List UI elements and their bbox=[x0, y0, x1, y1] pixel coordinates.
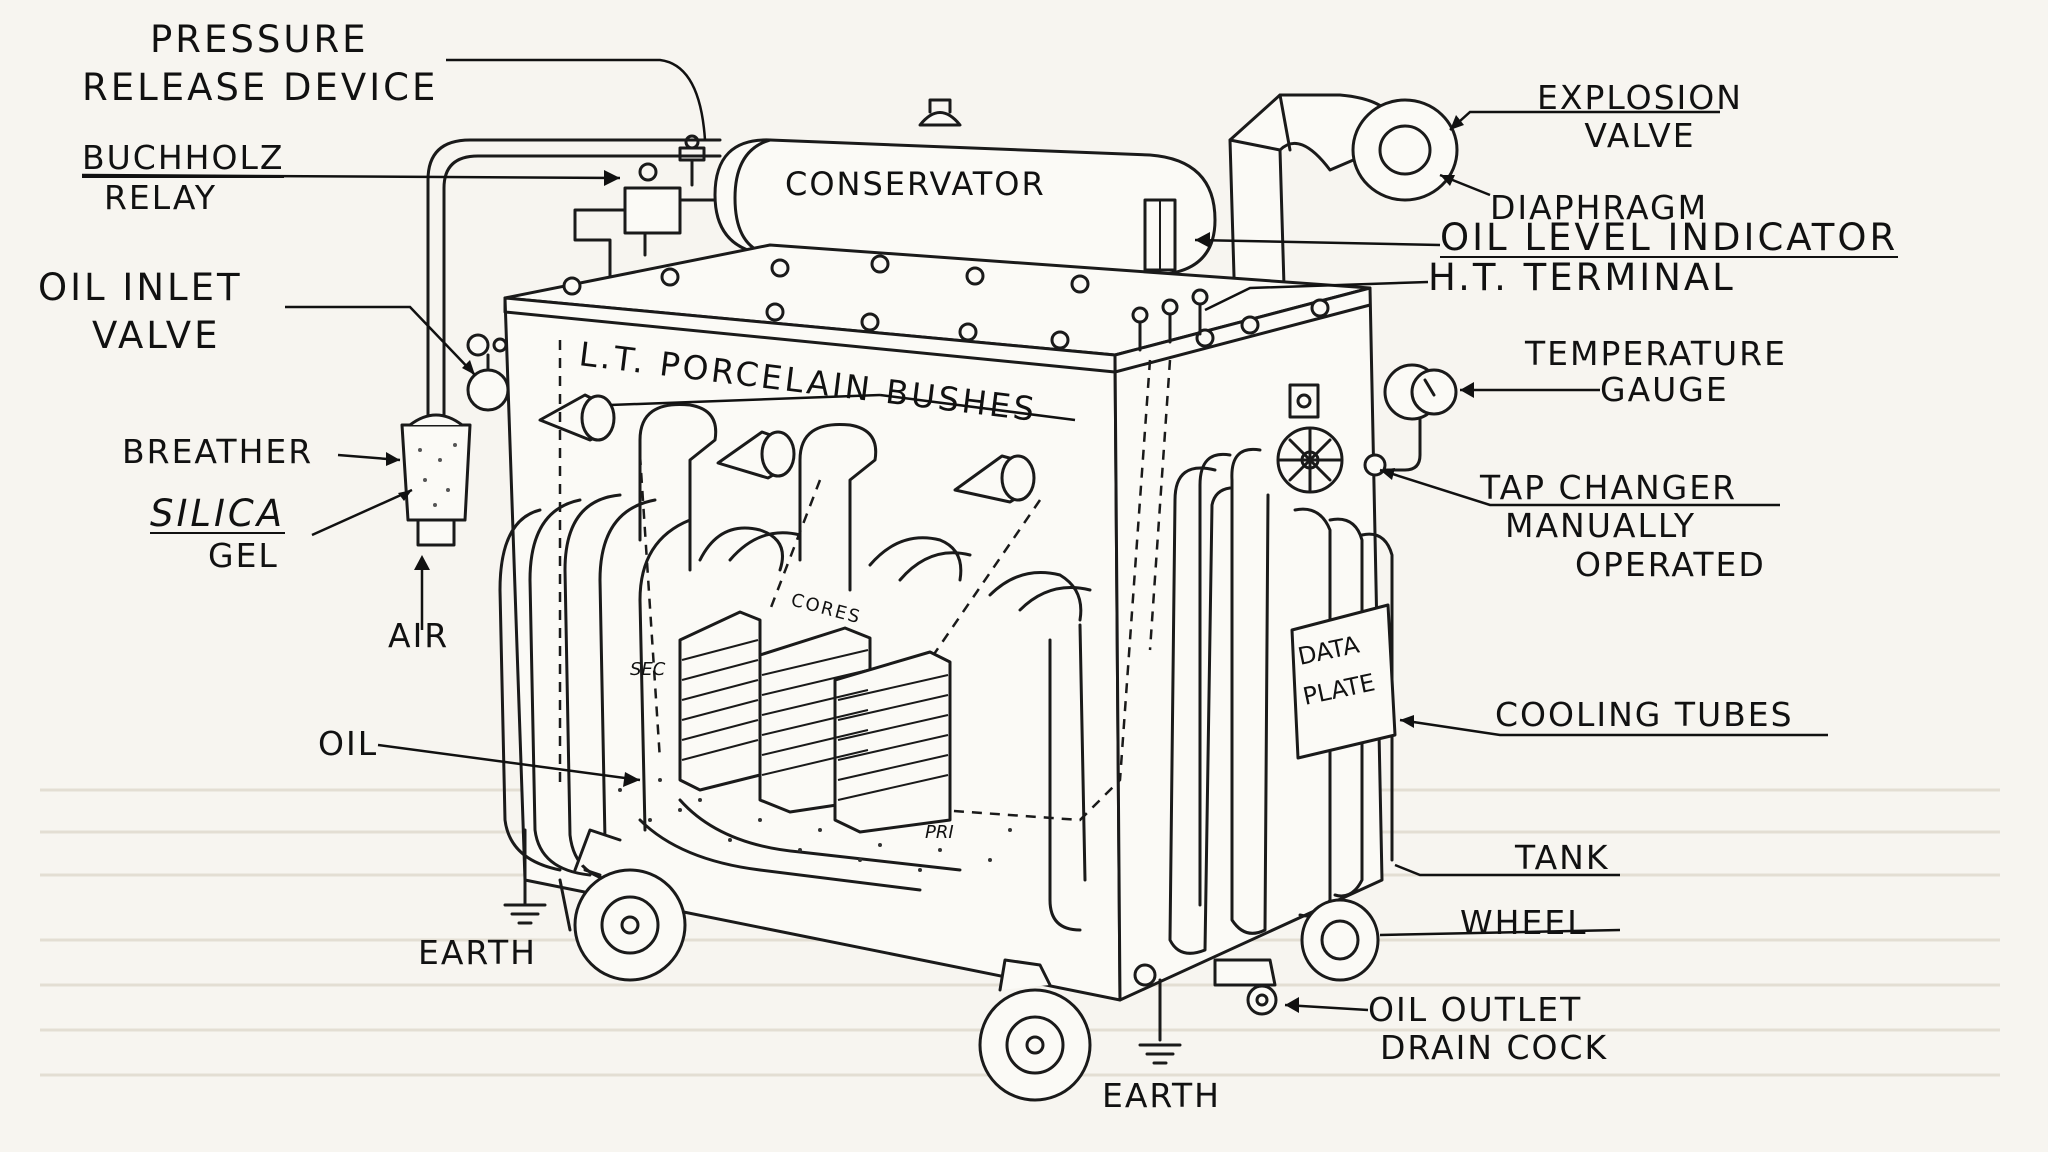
leader-oil-inlet bbox=[285, 305, 476, 376]
explosion-vent-pipe bbox=[1228, 93, 1459, 322]
leader-bushes-a bbox=[879, 393, 1076, 422]
cooling-tubes-bottom bbox=[638, 798, 962, 892]
label-temperature-2: GAUGE bbox=[1600, 370, 1729, 409]
earth-symbol-bottom bbox=[1138, 978, 1182, 1065]
label-wheel: WHEEL bbox=[1460, 903, 1588, 942]
leader-tap bbox=[1379, 468, 1780, 507]
leader-oil-level bbox=[1194, 238, 1441, 247]
label-explosion-2: VALVE bbox=[1584, 116, 1696, 155]
cooling-tubes-middle bbox=[698, 526, 1092, 932]
leader-wheel bbox=[1379, 928, 1621, 937]
breather-pipe bbox=[426, 138, 722, 422]
top-rim-bolts bbox=[562, 254, 1330, 350]
transformer-cores bbox=[678, 610, 952, 834]
leader-silica bbox=[311, 488, 413, 537]
label-oil-level-indicator: OIL LEVEL INDICATOR bbox=[1440, 216, 1899, 259]
leader-tank bbox=[1394, 863, 1620, 877]
sec-label: SEC bbox=[630, 659, 666, 680]
label-explosion-1: EXPLOSION bbox=[1537, 78, 1743, 117]
breather-unit bbox=[400, 413, 472, 547]
cooling-tubes-front bbox=[638, 402, 878, 592]
lt-porcelain-bushes bbox=[538, 393, 1036, 504]
label-tap-changer-2: MANUALLY bbox=[1505, 506, 1697, 545]
pressure-release-device bbox=[678, 134, 706, 187]
label-oil-inlet-2: VALVE bbox=[92, 314, 221, 357]
label-diaphragm: DIAPHRAGM bbox=[1490, 188, 1709, 227]
wheel-right bbox=[1300, 898, 1380, 982]
label-tap-changer-1: TAP CHANGER bbox=[1480, 468, 1738, 507]
oil-inlet-valve bbox=[466, 333, 510, 412]
buchholz-relay bbox=[573, 162, 722, 292]
label-silica-2: GEL bbox=[208, 536, 279, 575]
leader-ht bbox=[1204, 280, 1429, 312]
label-tank: TANK bbox=[1515, 838, 1610, 877]
tap-changer-wheel bbox=[1276, 426, 1387, 494]
label-buchholz-2: RELAY bbox=[104, 178, 218, 217]
leader-buchholz bbox=[81, 173, 621, 180]
label-buchholz-1: BUCHHOLZ bbox=[82, 138, 285, 178]
label-earth-bottom: EARTH bbox=[1102, 1076, 1221, 1115]
oil-region bbox=[618, 778, 1012, 872]
label-breather: BREATHER bbox=[122, 432, 314, 471]
temperature-gauge-unit bbox=[1288, 363, 1458, 472]
ht-terminals bbox=[1131, 288, 1209, 352]
data-plate bbox=[1290, 603, 1397, 760]
pri-label: PRI bbox=[925, 822, 954, 843]
leader-oil bbox=[377, 743, 641, 782]
leader-cooling bbox=[1399, 718, 1828, 737]
label-silica-1: SILICA bbox=[150, 492, 286, 535]
label-oil-outlet-1: OIL OUTLET bbox=[1368, 990, 1583, 1029]
wheel-front bbox=[978, 958, 1092, 1102]
label-tap-changer-3: OPERATED bbox=[1575, 545, 1766, 584]
label-oil-outlet-2: DRAIN COCK bbox=[1380, 1028, 1609, 1067]
label-temperature-1: TEMPERATURE bbox=[1525, 334, 1787, 373]
label-air: AIR bbox=[388, 616, 450, 655]
label-pressure-release-2: RELEASE DEVICE bbox=[82, 66, 439, 109]
cooling-tubes-left bbox=[498, 493, 692, 884]
oil-drain-cock bbox=[1133, 958, 1278, 1016]
label-earth-left: EARTH bbox=[418, 933, 537, 972]
label-pressure-release-1: PRESSURE bbox=[150, 18, 369, 61]
earth-symbol-left bbox=[503, 828, 547, 925]
leader-pressure-release bbox=[446, 58, 707, 141]
leader-arrowheads bbox=[386, 115, 1474, 1013]
label-ht-terminal: H.T. TERMINAL bbox=[1428, 256, 1736, 299]
wheel-left bbox=[558, 828, 687, 982]
label-oil-inlet-1: OIL INLET bbox=[38, 266, 243, 309]
label-cooling-tubes: COOLING TUBES bbox=[1495, 695, 1794, 734]
conservator-label: CONSERVATOR bbox=[785, 165, 1046, 203]
label-oil: OIL bbox=[318, 724, 379, 763]
label-leader-lines bbox=[81, 58, 1828, 1012]
leader-bushes-b bbox=[609, 393, 881, 407]
